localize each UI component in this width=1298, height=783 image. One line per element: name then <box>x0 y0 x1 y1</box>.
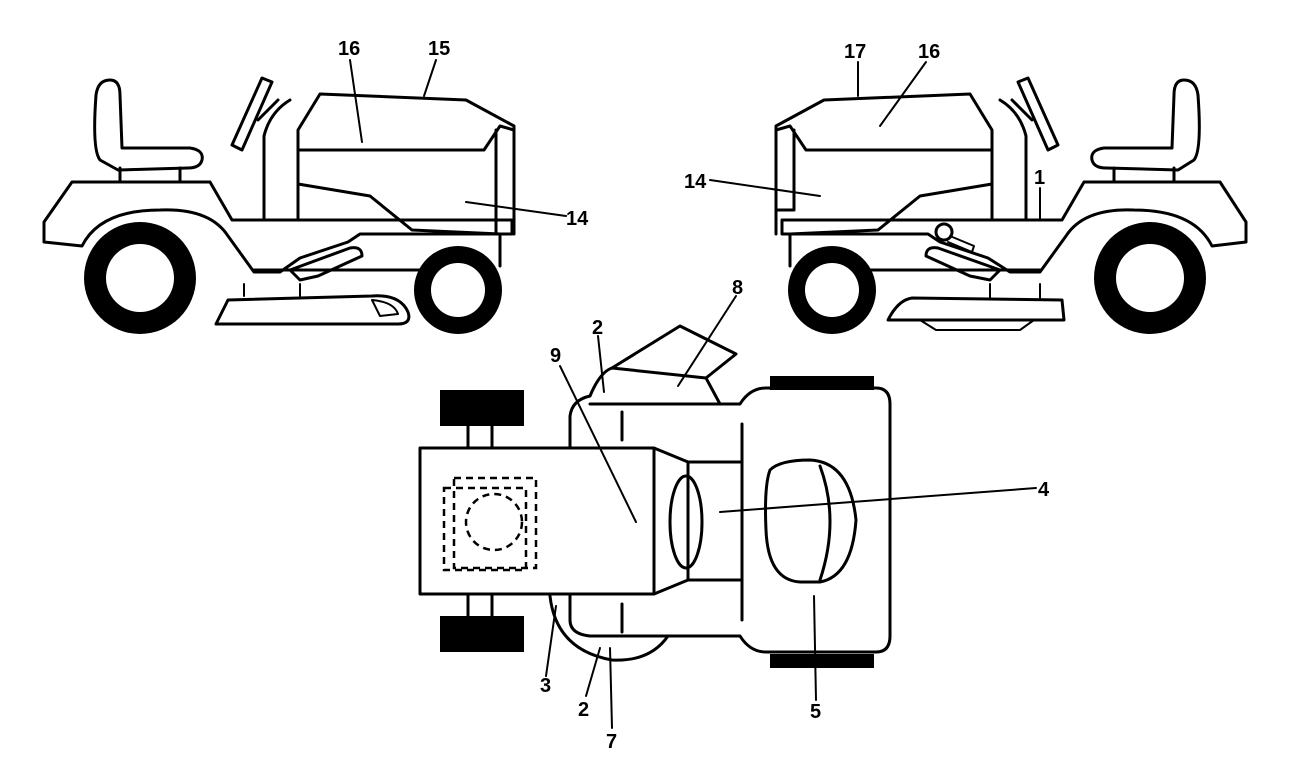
right-side-view <box>774 76 1248 334</box>
leader-lines <box>349 59 1041 729</box>
callout-top-9: 9 <box>550 345 561 367</box>
callout-right-14: 14 <box>684 171 707 193</box>
callout-right-16: 16 <box>918 41 940 63</box>
callout-labels: 16 15 14 17 16 14 1 8 2 9 4 3 2 7 5 <box>338 38 1050 753</box>
callout-top-2b: 2 <box>578 699 589 721</box>
callout-left-14: 14 <box>566 208 589 230</box>
callout-top-2a: 2 <box>592 317 603 339</box>
top-view <box>418 324 892 668</box>
callout-top-4: 4 <box>1038 479 1050 501</box>
callout-top-5: 5 <box>810 701 821 723</box>
callout-top-7: 7 <box>606 731 617 753</box>
left-side-view <box>42 76 516 334</box>
callout-top-8: 8 <box>732 277 743 299</box>
callout-left-16: 16 <box>338 38 360 60</box>
callout-top-3: 3 <box>540 675 551 697</box>
callout-right-1: 1 <box>1034 167 1045 189</box>
callout-left-15: 15 <box>428 38 450 60</box>
callout-right-17: 17 <box>844 41 866 63</box>
